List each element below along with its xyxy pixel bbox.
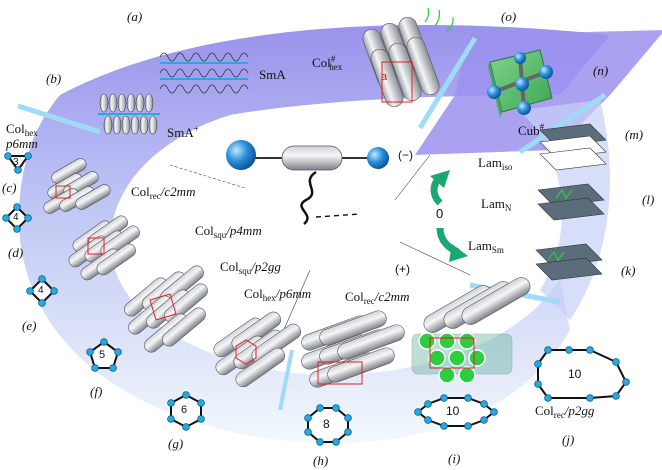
guide-line-left (169, 164, 246, 189)
guide-line-upper (394, 154, 431, 201)
phase-label-smaplus: SmA+ (167, 124, 199, 140)
guide-line-lower (399, 241, 471, 276)
panel-label-g: (g) (168, 436, 184, 451)
phase-label-colhex-top-pg: p6mm (6, 136, 38, 151)
sma-layers (159, 52, 249, 94)
center-dash (315, 213, 361, 218)
phase-label-colhex-top: Colhex (6, 121, 38, 139)
colhash-bundle (362, 7, 454, 108)
panel-label-n: (n) (593, 63, 609, 78)
center-minus: (−) (398, 148, 413, 162)
polygon-number-6: 6 (181, 404, 188, 416)
arrow-up-icon (430, 170, 450, 206)
central-molecule (226, 140, 389, 225)
panel-label-c: (c) (2, 180, 17, 195)
column-bundle-c (43, 158, 111, 214)
center-zero: 0 (436, 206, 444, 221)
polygon-number-4-d: 4 (38, 285, 44, 296)
smaplus-layers (98, 93, 160, 135)
panel-label-i: (i) (448, 451, 461, 466)
polygon-number-10-j: 10 (568, 367, 582, 381)
phase-label-colsqu-p2gg: Colsqu/p2gg (220, 259, 281, 277)
polygon-number-10-i: 10 (446, 404, 460, 418)
separator-1 (17, 103, 101, 135)
panel-label-j: (j) (562, 432, 575, 447)
polygon-triangle (6, 155, 30, 172)
phase-label-sma: SmA (259, 67, 286, 82)
polygon-number-4-c: 4 (13, 212, 19, 223)
cubhash-cube (487, 49, 553, 118)
phase-label-lamiso: Lamiso (478, 155, 513, 173)
separator-2 (417, 36, 478, 130)
panel-label-k: (k) (621, 263, 636, 278)
separator-3 (518, 92, 607, 155)
phase-label-colrec-c2mm-left: Colrec/c2mm (131, 184, 196, 202)
panel-label-e: (e) (22, 318, 37, 333)
column-bundle-g (213, 311, 302, 388)
polygon-nodes (2, 152, 630, 446)
column-bundle-h (301, 310, 405, 388)
polygon-number-3: 3 (13, 157, 19, 168)
panel-label-d: (d) (8, 245, 24, 260)
column-bundle-d (68, 215, 140, 281)
phase-label-colhash-hex: Col#hex (312, 54, 343, 72)
separator-5 (278, 349, 294, 411)
end-group-ball-left (226, 140, 256, 170)
phase-label-lamsm: LamSm (468, 238, 504, 256)
center-plus: (+) (395, 262, 410, 276)
panel-label-l: (l) (642, 192, 655, 207)
phase-label-cubhash: Cub# (518, 122, 545, 138)
lattice-letter: a (381, 71, 388, 83)
lamellar-stacks (535, 123, 607, 281)
polygon-number-5: 5 (99, 349, 106, 361)
panel-label-b: (b) (46, 71, 62, 86)
lateral-chain (300, 170, 317, 225)
end-group-ball-right (367, 147, 389, 169)
polygon-decagon-j (537, 349, 628, 399)
arrow-down-icon (436, 227, 468, 262)
panel-label-h: (h) (313, 453, 329, 468)
panel-label-m: (m) (625, 127, 644, 142)
polygon-number-8: 8 (323, 417, 330, 431)
phase-label-colrec-p2gg: Colrec/p2gg (535, 403, 595, 421)
phase-label-colsqu-p4mm: Colsqu/p4mm (195, 223, 262, 241)
rod-core (281, 145, 343, 171)
panel-label-o: (o) (501, 9, 517, 24)
column-bundle-e (124, 265, 208, 353)
column-bundle-i (411, 277, 531, 384)
panel-label-a: (a) (127, 9, 143, 24)
phase-label-lamn: LamN (481, 196, 512, 214)
phase-label-colhex-p6mm: Colhex/p6mm (244, 286, 312, 304)
panel-label-f: (f) (90, 384, 103, 399)
phase-label-colrec-c2mm-bottom: Colrec/c2mm (345, 289, 410, 307)
